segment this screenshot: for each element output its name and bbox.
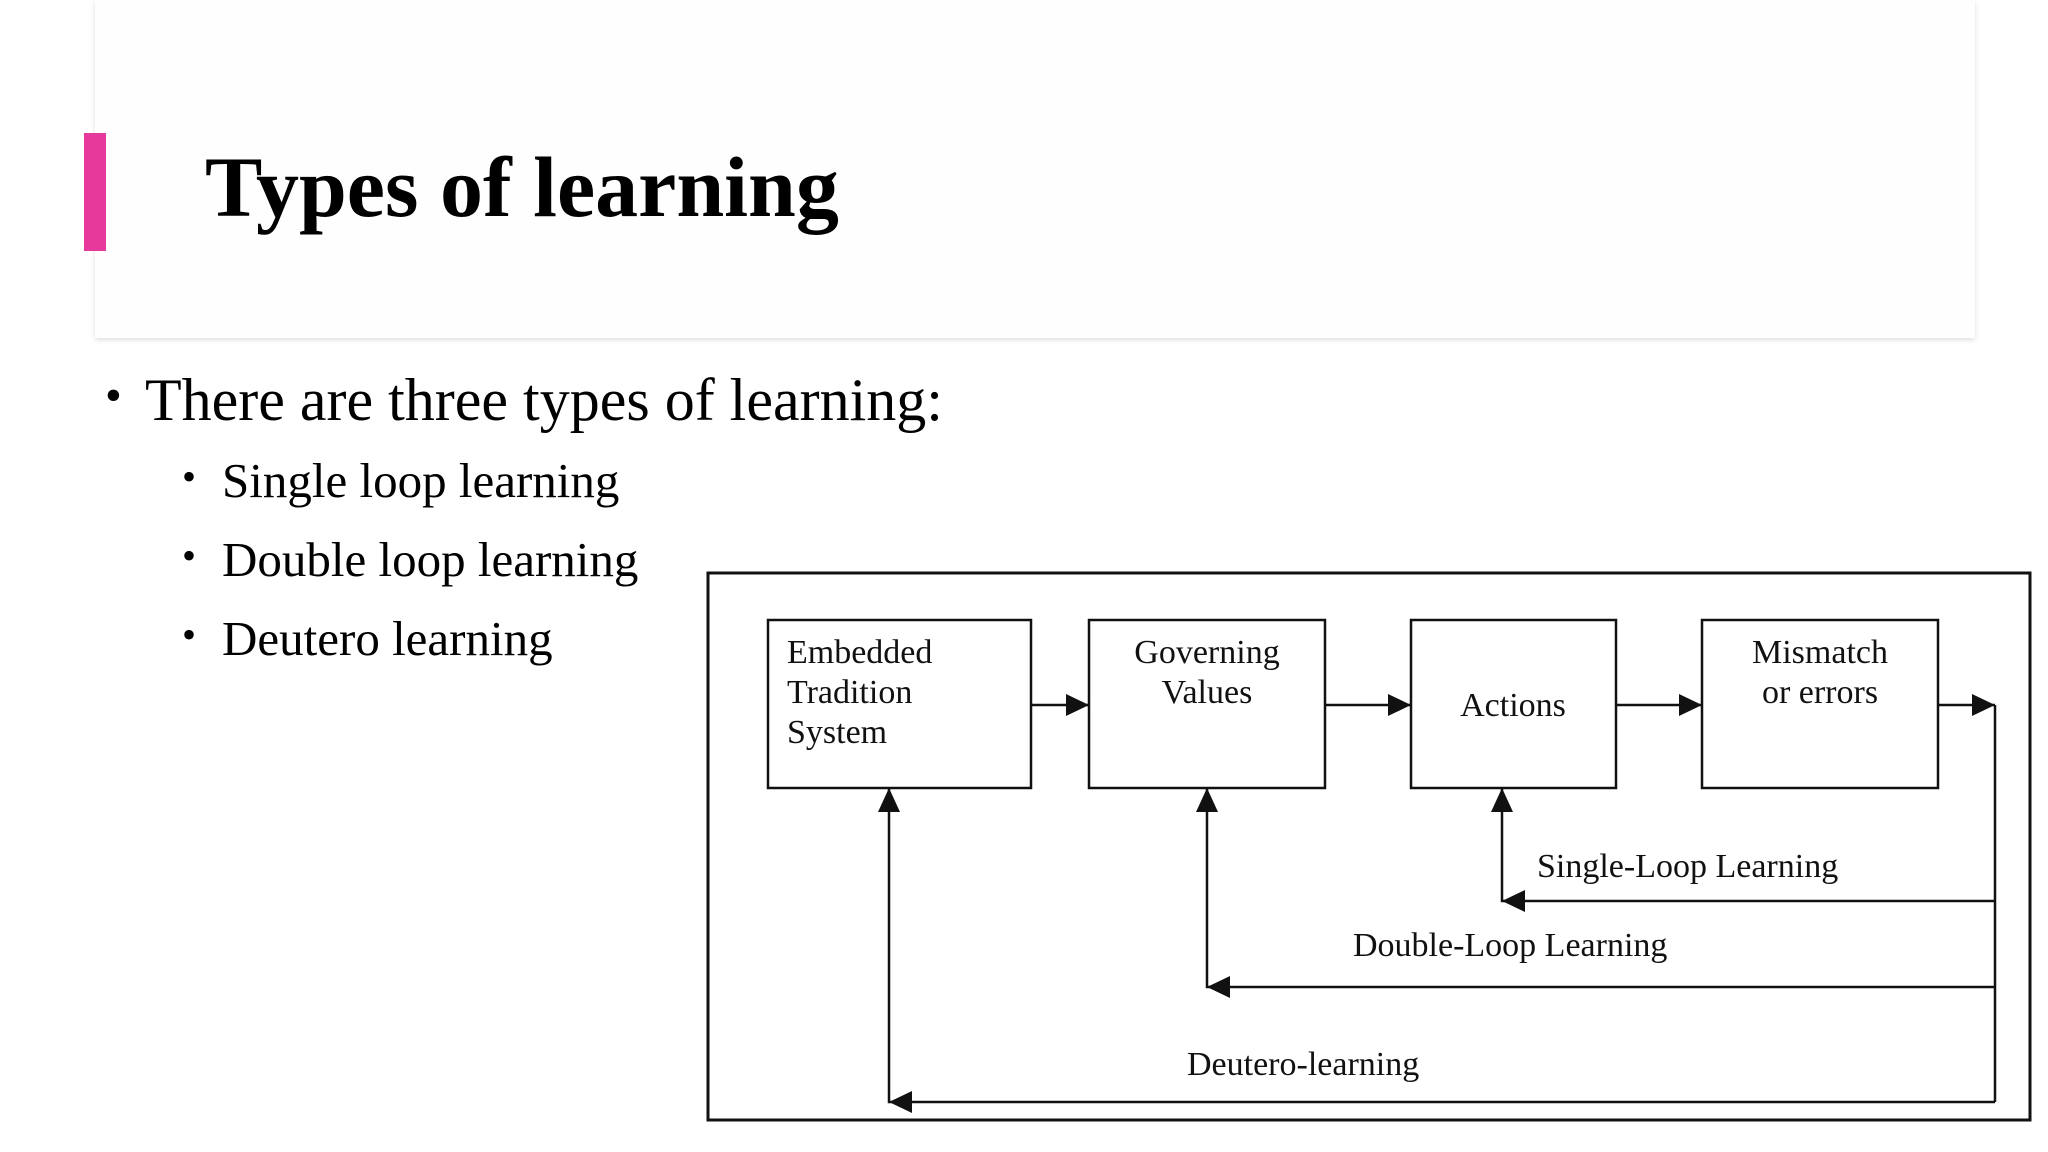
- arrowhead: [1388, 694, 1411, 716]
- bullet-deutero: • Deutero learning: [182, 611, 553, 666]
- arrowhead: [878, 788, 900, 812]
- bullet-dot: •: [182, 533, 197, 578]
- arrowhead: [1066, 694, 1089, 716]
- title-panel: [95, 0, 1975, 338]
- box-embedded-line-3: System: [787, 714, 887, 751]
- box-governing-line-2: Values: [1162, 674, 1253, 711]
- box-actions-label: Actions: [1460, 687, 1566, 724]
- bullet-dot: •: [105, 369, 122, 422]
- arrowhead: [1207, 976, 1230, 998]
- diagram-frame: [706, 571, 2032, 1122]
- bullet-double-loop-text: Double loop learning: [222, 532, 639, 587]
- arrowhead: [1196, 788, 1218, 812]
- arrowhead: [1679, 694, 1702, 716]
- bullet-double-loop: • Double loop learning: [182, 532, 639, 587]
- single-loop-label: Single-Loop Learning: [1537, 848, 1838, 885]
- bullet-dot: •: [182, 454, 197, 499]
- bullet-dot: •: [182, 612, 197, 657]
- arrowhead: [889, 1091, 912, 1113]
- bullet-list: • There are three types of learning: • S…: [0, 0, 943, 663]
- bullet-intro-text: There are three types of learning:: [145, 367, 943, 433]
- arrowhead: [1491, 788, 1513, 812]
- bullet-single-loop-text: Single loop learning: [222, 453, 620, 508]
- slide-title: Types of learning: [205, 139, 839, 235]
- bullet-single-loop: • Single loop learning: [182, 453, 620, 508]
- box-mismatch-line-1: Mismatch: [1752, 634, 1888, 671]
- box-governing-line-1: Governing: [1134, 634, 1279, 671]
- bullet-deutero-text: Deutero learning: [222, 611, 553, 666]
- learning-loops-diagram: Embedded Tradition System Governing Valu…: [706, 571, 2032, 1122]
- arrowhead: [1972, 694, 1995, 716]
- box-embedded-line-2: Tradition: [787, 674, 912, 711]
- title-accent-bar: [84, 133, 106, 251]
- deutero-label: Deutero-learning: [1187, 1046, 1419, 1083]
- box-embedded-line-1: Embedded: [787, 634, 932, 671]
- arrowhead: [1502, 890, 1525, 912]
- bullet-intro: • There are three types of learning:: [105, 367, 943, 433]
- box-mismatch-line-2: or errors: [1762, 674, 1878, 711]
- double-loop-label: Double-Loop Learning: [1353, 927, 1667, 964]
